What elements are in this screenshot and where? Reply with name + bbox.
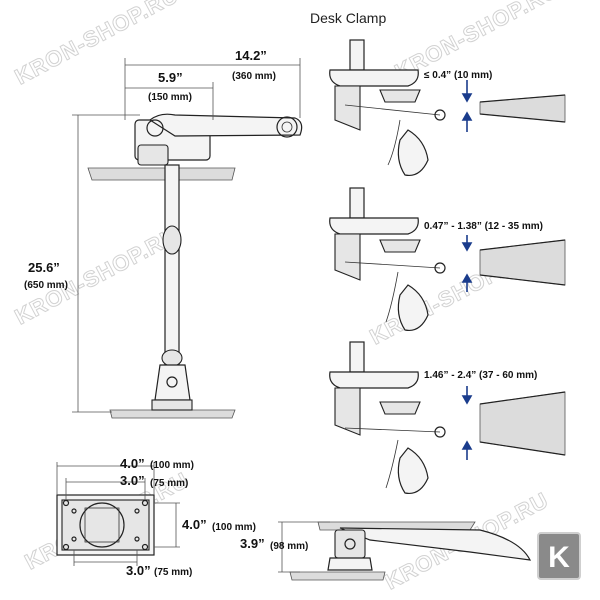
vesa-bottom-inner-mm: (75 mm) [154,567,192,578]
low-profile-height-mm: (98 mm) [270,541,308,552]
dim-width-base-mm: (150 mm) [148,92,192,103]
vesa-top-outer: 4.0” [120,456,145,471]
clamp-detail-2: 0.47” - 1.38” (12 - 35 mm) [329,187,566,332]
dim-width-full-mm: (360 mm) [232,71,276,82]
low-profile-height: 3.9” [240,536,265,551]
brand-logo: K [537,532,581,580]
dim-height: 25.6” [28,260,60,275]
dim-width-full: 14.2” [235,48,267,63]
clamp-detail-3: 1.46” - 2.4” (37 - 60 mm) [329,341,566,495]
diagram-title: Desk Clamp [310,10,386,26]
clamp-range-1: ≤ 0.4” (10 mm) [424,70,492,81]
vesa-right-outer-mm: (100 mm) [212,522,256,533]
clamp-range-2: 0.47” - 1.38” (12 - 35 mm) [424,221,543,232]
clamp-range-3: 1.46” - 2.4” (37 - 60 mm) [424,370,537,381]
logo-letter: K [548,541,570,574]
vesa-right-outer: 4.0” [182,517,207,532]
clamp-detail-1: ≤ 0.4” (10 mm) [329,39,566,177]
vesa-bottom-inner: 3.0” [126,563,151,578]
arm-side-view: 14.2” (360 mm) 5.9” (150 mm) 25.6” (650 … [24,48,303,419]
dim-width-base: 5.9” [158,70,183,85]
vesa-top-inner: 3.0” [120,473,145,488]
watermark: KRON-SHOP.RU [11,0,183,89]
dim-height-mm: (650 mm) [24,280,68,291]
watermark: KRON-SHOP.RU [11,222,183,329]
low-profile-view: 3.9” (98 mm) [240,521,532,581]
vesa-plate: 4.0” (100 mm) 3.0” (75 mm) 4.0” (100 mm)… [56,456,256,578]
vesa-top-inner-mm: (75 mm) [150,478,188,489]
vesa-top-outer-mm: (100 mm) [150,460,194,471]
